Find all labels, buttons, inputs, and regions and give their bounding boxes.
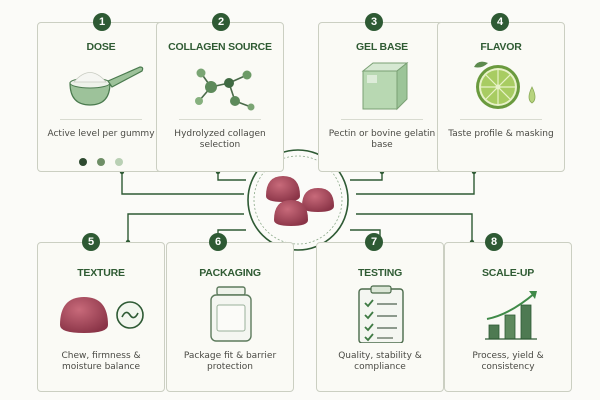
card-divider [341,119,423,120]
dose-dot-medium [97,158,105,166]
card-divider [60,119,142,120]
growth-chart-icon [485,291,537,340]
gummy-wave-icon [60,297,144,333]
center-hub [240,148,356,252]
card-number-badge: 3 [365,13,383,31]
card-description: Package fit & barrier protection [183,351,277,372]
dose-dot-dark [79,158,87,166]
card-title: GEL BASE [356,41,408,53]
card-description: Active level per gummy [47,129,155,139]
lime-drop-icon [474,61,536,109]
card-number-badge: 4 [491,13,509,31]
card-collagen-source: 2 COLLAGEN SOURCE Hydrolyzed collagen se… [156,13,284,172]
gummy-cluster-icon [247,149,349,251]
card-divider [460,119,542,120]
card-description: Hydrolyzed collagen selection [174,129,266,150]
jar-icon [210,286,252,342]
card-scale-up: 8 SCALE-UP Process, yield & consistency [444,233,572,392]
card-description: Process, yield & consistency [472,351,544,372]
card-number-badge: 5 [82,233,100,251]
card-description: Chew, firmness & moisture balance [61,351,141,372]
card-testing: 7 TESTING Quality, stability & complianc… [316,233,444,392]
card-divider [179,119,261,120]
card-title: TEXTURE [77,267,125,279]
card-title: PACKAGING [199,267,261,279]
card-number-badge: 2 [212,13,230,31]
card-flavor: 4 FLAVOR Taste profile & masking [437,13,565,172]
card-description: Taste profile & masking [448,129,554,139]
card-title: SCALE-UP [481,267,535,279]
card-number-badge: 1 [93,13,111,31]
card-number-badge: 8 [485,233,503,251]
dose-level-dots [38,153,164,171]
card-number-badge: 6 [209,233,227,251]
card-description: Pectin or bovine gelatin base [328,129,436,150]
card-number-badge: 7 [365,233,383,251]
card-description: Quality, stability & compliance [338,351,422,372]
card-title: FLAVOR [480,41,522,53]
clipboard-checklist-icon [358,285,404,343]
molecule-icon [195,68,255,111]
card-texture: 5 TEXTURE Chew, firmness & moisture bala… [37,233,165,392]
card-title: DOSE [86,41,116,53]
card-title: TESTING [357,267,403,279]
card-title: COLLAGEN SOURCE [168,41,272,53]
dose-dot-light [115,158,123,166]
card-gel-base: 3 GEL BASE Pectin or bovine gelatin base [318,13,446,172]
scoop-powder-icon [69,66,144,106]
card-packaging: 6 PACKAGING Package fit & barrier protec… [166,233,294,392]
gel-cube-icon [361,61,409,111]
card-dose: 1 DOSE Active level per gummy [37,13,165,172]
